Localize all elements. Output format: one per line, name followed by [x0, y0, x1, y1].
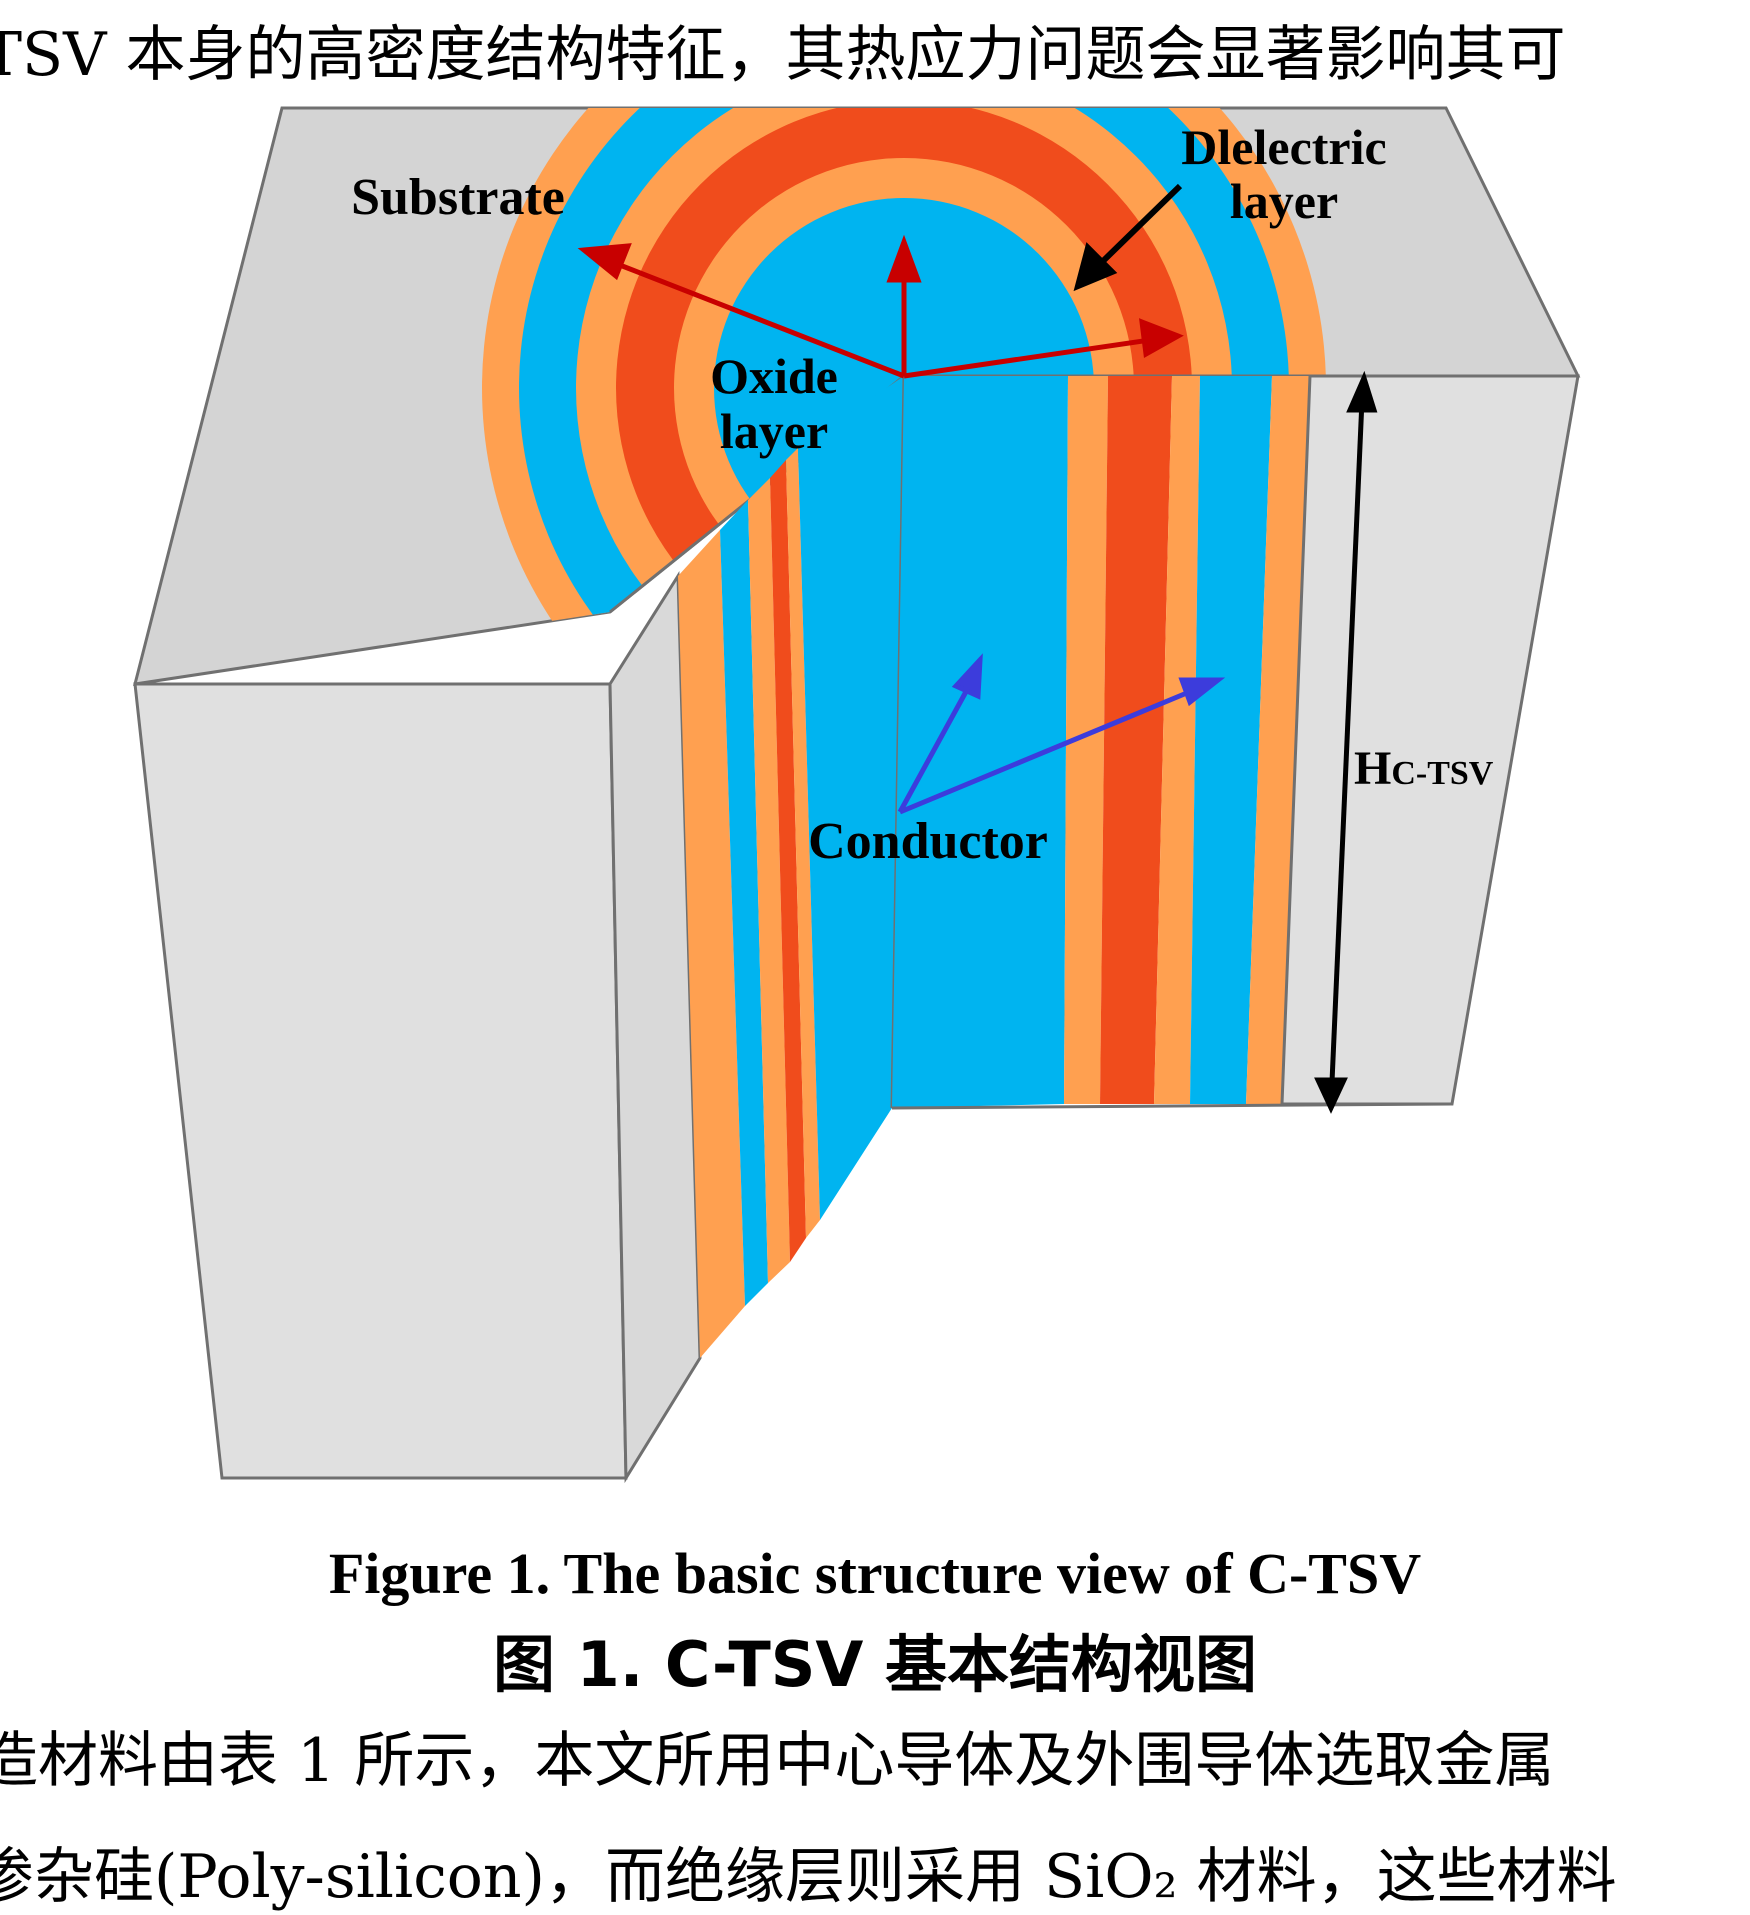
red-radius-arrows	[577, 234, 1184, 379]
conductor-label: Conductor	[808, 813, 1048, 870]
oxide-label-line1: Oxide	[710, 348, 838, 404]
right-cut-face-bands	[892, 376, 1310, 1108]
body-text-top-line: TSV 本身的高密度结构特征，其热应力问题会显著影响其可	[0, 20, 1566, 90]
dielectric-label-line2: layer	[1230, 173, 1338, 229]
figure-caption-english: Figure 1. The basic structure view of C-…	[328, 1541, 1422, 1606]
height-label-sub: C-TSV	[1391, 755, 1493, 792]
c-tsv-structure-figure: Substrate Dlelectric layer Oxide layer C…	[132, 106, 1581, 1484]
height-label-main: H	[1354, 742, 1391, 795]
height-label: HC-TSV	[1354, 742, 1494, 795]
dielectric-label-line1: Dlelectric	[1181, 119, 1386, 175]
dielectric-pointer-arrow	[1073, 183, 1183, 292]
substrate-right-cut-face	[1280, 374, 1580, 1106]
substrate-label: Substrate	[351, 169, 565, 226]
height-double-arrow	[1314, 370, 1378, 1114]
left-cut-face-bands	[678, 376, 904, 1358]
substrate-left-front-face	[133, 682, 628, 1480]
body-text-bottom-line-1: 造材料由表 1 所示，本文所用中心导体及外围导体选取金属	[0, 1726, 1555, 1796]
figure-caption-chinese: 图 1. C-TSV 基本结构视图	[493, 1628, 1257, 1701]
oxide-label-line2: layer	[720, 403, 828, 459]
blue-conductor-arrows	[897, 653, 1226, 815]
